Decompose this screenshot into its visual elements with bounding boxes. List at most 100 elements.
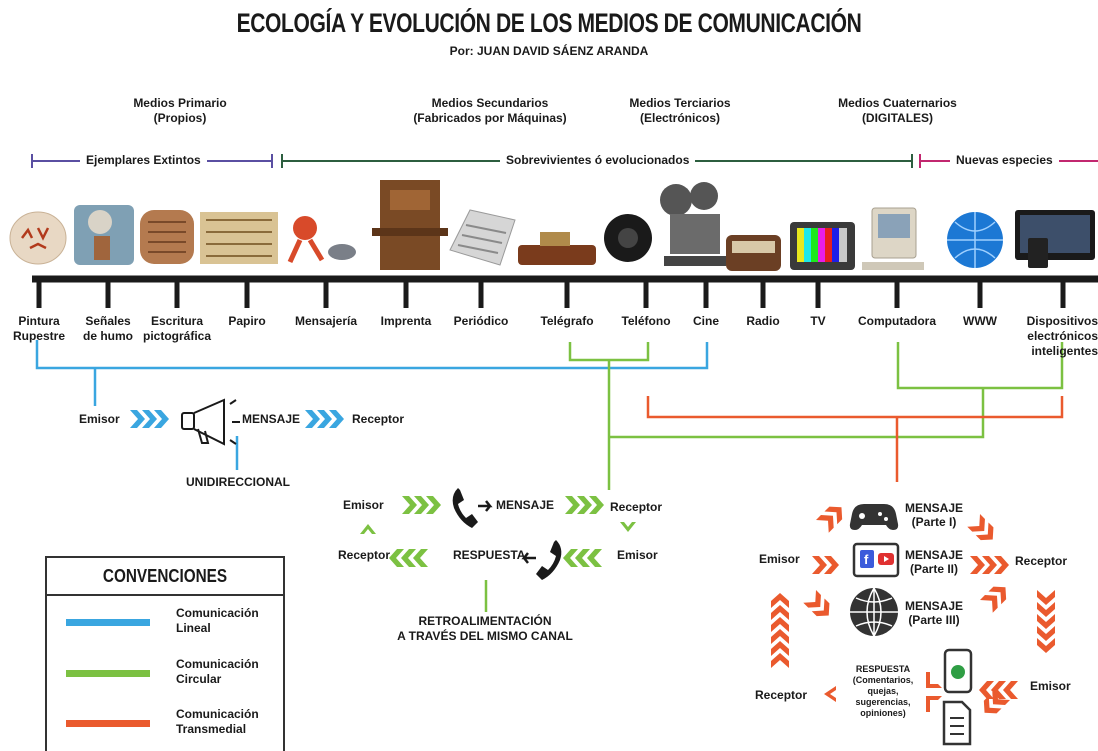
globe-icon <box>850 587 898 637</box>
transmedia-message-line: MENSAJE <box>904 548 963 562</box>
category-tertiary: Medios Terciarios (Electrónicos) <box>600 96 760 126</box>
media-label-pictographic-writing: Escritura pictográfica <box>137 314 217 344</box>
media-label-messaging: Mensajería <box>294 314 358 328</box>
category-secondary-sub: (Fabricados por Máquinas) <box>413 111 567 125</box>
category-tertiary-sub: (Electrónicos) <box>639 111 720 125</box>
transmedia-message-line: (Parte III) <box>908 613 960 627</box>
category-primary: Medios Primario (Propios) <box>100 96 260 126</box>
media-label-line: pictográfica <box>142 329 211 343</box>
circular-message: MENSAJE <box>496 498 555 512</box>
media-label-smoke-signals: Señales de humo <box>73 314 143 344</box>
legend-title: CONVENCIONES <box>102 566 228 586</box>
media-label-computer: Computadora <box>858 314 936 328</box>
circular-arrows <box>360 496 636 567</box>
transmedia-response-line: quejas, <box>867 686 899 696</box>
media-label-line: Pintura <box>18 314 60 328</box>
linear-message: MENSAJE <box>242 412 301 426</box>
legend-swatch-transmedia <box>66 720 150 727</box>
media-label-www: WWW <box>963 314 997 328</box>
circular-caption: RETROALIMENTACIÓN A TRAVÉS DEL MISMO CAN… <box>380 614 590 644</box>
legend-item-linear: Comunicación Lineal <box>176 606 259 636</box>
legend-item-line: Comunicación <box>176 707 259 721</box>
timeline-axis <box>32 275 1098 308</box>
legend-swatch-linear <box>66 619 150 626</box>
media-label-smart-devices: Dispositivos electrónicos inteligentes <box>1022 314 1098 359</box>
pictographic-writing-image <box>140 210 194 264</box>
telegraph-image <box>518 245 596 265</box>
transmedia-message-2: MENSAJE (Parte II) <box>898 548 970 576</box>
category-quaternary: Medios Cuaternarios (DIGITALES) <box>815 96 980 126</box>
transmedia-response: RESPUESTA (Comentarios, quejas, sugerenc… <box>838 664 928 719</box>
media-label-line: electrónicos <box>1027 329 1098 343</box>
transmedia-response-line: sugerencias, <box>855 697 911 707</box>
linear-receiver: Receptor <box>352 412 405 426</box>
media-label-line: inteligentes <box>1031 344 1098 358</box>
legend-item-transmedia: Comunicación Transmedial <box>176 707 259 737</box>
messenger-image <box>293 216 317 240</box>
media-label-line: Señales <box>85 314 131 328</box>
transmedia-receiver-left: Receptor <box>755 688 808 702</box>
transmedia-message-3: MENSAJE (Parte III) <box>898 599 970 627</box>
transmedia-message-line: MENSAJE <box>904 501 963 515</box>
transmedia-message-line: (Parte I) <box>911 515 957 529</box>
category-quaternary-name: Medios Cuaternarios <box>838 96 957 110</box>
category-primary-sub: (Propios) <box>153 111 207 125</box>
category-secondary-name: Medios Secundarios <box>431 96 549 110</box>
transmedia-response-title: RESPUESTA <box>855 664 911 674</box>
segment-extinct-label: Ejemplares Extintos <box>80 153 207 167</box>
transmedia-sender-left: Emisor <box>759 552 800 566</box>
document-icon <box>942 700 972 746</box>
phone-icon <box>452 488 562 580</box>
segment-new-label: Nuevas especies <box>950 153 1059 167</box>
legend-item-circular: Comunicación Circular <box>176 657 259 687</box>
category-quaternary-sub: (DIGITALES) <box>861 111 934 125</box>
circular-sender-top: Emisor <box>343 498 384 512</box>
author-line: Por: JUAN DAVID SÁENZ ARANDA <box>449 44 649 58</box>
circular-response: RESPUESTA <box>453 548 526 562</box>
segment-survivors-label: Sobrevivientes ó evolucionados <box>500 153 696 167</box>
transmedia-response-line: (Comentarios, <box>852 675 914 685</box>
legend-box <box>45 556 285 751</box>
circular-caption-line: A TRAVÉS DEL MISMO CANAL <box>397 629 573 643</box>
legend-item-line: Lineal <box>176 621 211 635</box>
newspaper-image <box>449 209 516 266</box>
media-label-line: de humo <box>83 329 133 343</box>
gamepad-icon <box>849 504 899 530</box>
film-projector-image <box>660 182 726 266</box>
media-label-cave-painting: Pintura Rupestre <box>4 314 74 344</box>
transmedia-message-line: (Parte II) <box>909 562 958 576</box>
linear-sender: Emisor <box>79 412 120 426</box>
svg-text:f: f <box>864 552 869 567</box>
legend-item-line: Comunicación <box>176 606 259 620</box>
circular-sender-bottom: Emisor <box>617 548 658 562</box>
social-media-icon: f <box>852 542 900 578</box>
media-label-telegraph: Telégrafo <box>540 314 594 328</box>
transmedia-response-line: opiniones) <box>860 708 906 718</box>
transmedia-arrows <box>771 500 1055 720</box>
circular-caption-line: RETROALIMENTACIÓN <box>418 614 552 628</box>
legend-item-line: Circular <box>176 672 222 686</box>
circular-receiver-bottom: Receptor <box>338 548 391 562</box>
smartphone-icon <box>943 648 973 694</box>
legend-item-line: Transmedial <box>176 722 247 736</box>
linear-arrows <box>130 410 344 428</box>
media-label-papyrus: Papiro <box>228 314 266 328</box>
pigeon-image <box>328 244 356 260</box>
circular-receiver-top: Receptor <box>610 500 663 514</box>
transmedia-sender-right: Emisor <box>1030 679 1071 693</box>
circular-connector <box>484 342 1064 612</box>
media-label-cinema: Cine <box>692 314 719 328</box>
category-secondary: Medios Secundarios (Fabricados por Máqui… <box>395 96 585 126</box>
page-title: ECOLOGÍA Y EVOLUCIÓN DE LOS MEDIOS DE CO… <box>236 8 862 38</box>
category-tertiary-name: Medios Terciarios <box>629 96 731 110</box>
legend-divider <box>45 594 285 596</box>
megaphone-icon <box>181 398 240 446</box>
media-label-tv: TV <box>810 314 826 328</box>
media-label-radio: Radio <box>746 314 780 328</box>
media-label-line: Escritura <box>150 314 204 328</box>
media-label-telephone: Teléfono <box>621 314 671 328</box>
legend-swatch-circular <box>66 670 150 677</box>
category-primary-name: Medios Primario <box>133 96 227 110</box>
linear-caption: UNIDIRECCIONAL <box>186 475 290 489</box>
media-label-line: Rupestre <box>12 329 65 343</box>
